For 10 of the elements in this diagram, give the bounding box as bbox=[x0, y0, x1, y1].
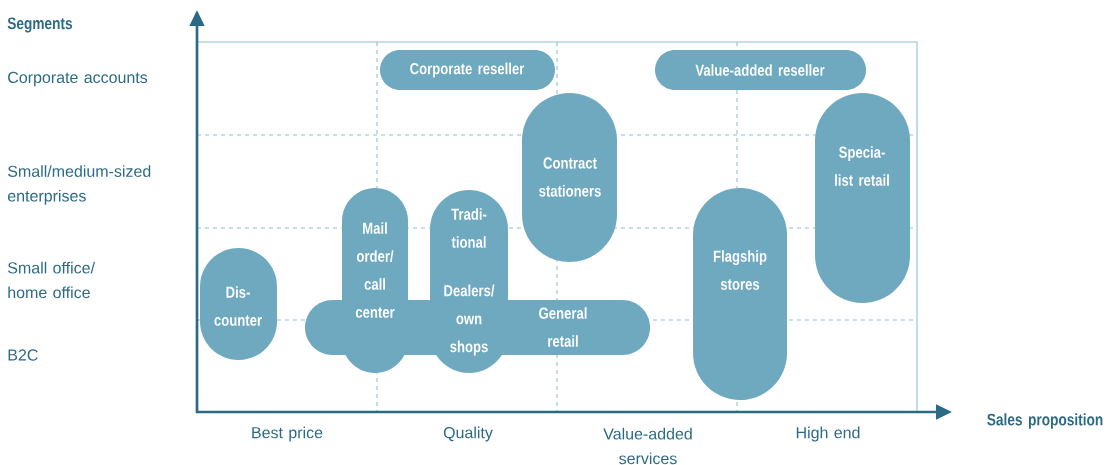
column-label: Quality bbox=[443, 426, 493, 442]
axis-title: Sales proposition bbox=[987, 413, 1103, 429]
column-label: High end bbox=[796, 426, 860, 442]
column-label: Value-added services bbox=[603, 427, 692, 465]
column-label: Best price bbox=[252, 426, 323, 442]
row-label: Small office/ home office bbox=[8, 261, 95, 299]
axis-title: Segments bbox=[7, 17, 73, 33]
row-label: Small/medium-sized enterprises bbox=[7, 165, 151, 205]
row-label: B2C bbox=[8, 349, 38, 361]
row-label: Corporate accounts bbox=[8, 71, 148, 87]
